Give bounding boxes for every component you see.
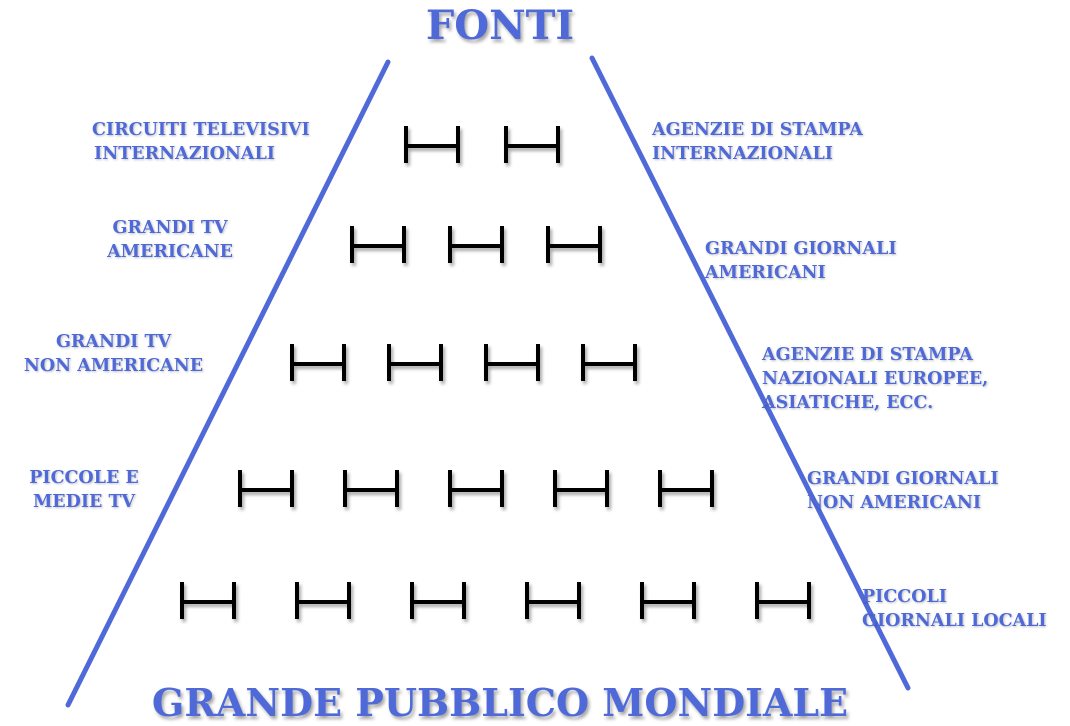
right-label-4: GRANDI GIORNALI NON AMERICANI bbox=[807, 469, 999, 513]
bracket-h-icon bbox=[504, 126, 560, 163]
diagram-title-bottom: GRANDE PUBBLICO MONDIALE bbox=[151, 680, 849, 725]
pyramid-left-edge bbox=[65, 59, 391, 708]
diagram-title-top: FONTI bbox=[425, 2, 575, 49]
bracket-h-icon bbox=[238, 470, 294, 507]
bracket-h-icon bbox=[404, 126, 460, 163]
bracket-h-icon bbox=[290, 344, 346, 381]
right-label-2: GRANDI GIORNALI AMERICANI bbox=[705, 239, 897, 283]
bracket-h-icon bbox=[658, 470, 714, 507]
left-label-3: GRANDI TV NON AMERICANE bbox=[23, 332, 204, 376]
bracket-h-icon bbox=[581, 344, 637, 381]
left-label-4: PICCOLE E MEDIE TV bbox=[29, 468, 139, 512]
left-label-1: CIRCUITI TELEVISIVI INTERNAZIONALI bbox=[92, 120, 310, 164]
bracket-h-icon bbox=[410, 582, 466, 619]
bracket-h-icon bbox=[484, 344, 540, 381]
bracket-h-icon bbox=[448, 470, 504, 507]
bracket-h-icon bbox=[387, 344, 443, 381]
bracket-h-icon bbox=[525, 582, 581, 619]
bracket-h-icon bbox=[295, 582, 351, 619]
bracket-h-icon bbox=[640, 582, 696, 619]
bracket-h-icon bbox=[350, 226, 406, 263]
tier-icons bbox=[180, 126, 811, 619]
bracket-h-icon bbox=[448, 226, 504, 263]
bracket-h-icon bbox=[546, 226, 602, 263]
bracket-h-icon bbox=[755, 582, 811, 619]
pyramid-right-edge bbox=[589, 55, 911, 691]
right-label-5: PICCOLI GIORNALI LOCALI bbox=[862, 587, 1047, 631]
left-label-2: GRANDI TV AMERICANE bbox=[107, 218, 233, 262]
bracket-h-icon bbox=[180, 582, 236, 619]
bracket-h-icon bbox=[553, 470, 609, 507]
right-label-1: AGENZIE DI STAMPA INTERNAZIONALI bbox=[652, 120, 863, 164]
right-label-3: AGENZIE DI STAMPA NAZIONALI EUROPEE, ASI… bbox=[762, 345, 989, 413]
bracket-h-icon bbox=[343, 470, 399, 507]
